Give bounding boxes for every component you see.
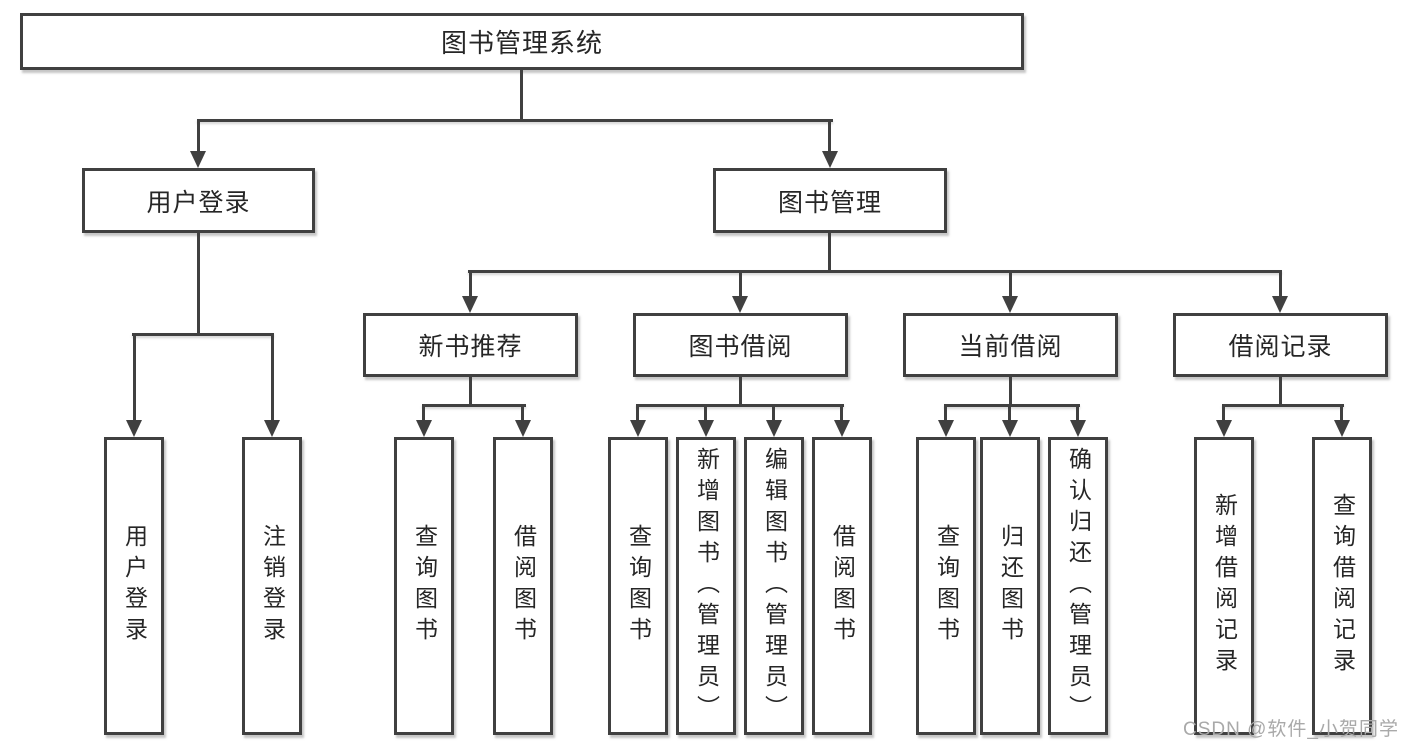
- arrowhead-down: [938, 420, 954, 437]
- arrowhead-down: [190, 151, 206, 168]
- leaf-borrow-books: 借阅图书: [812, 437, 872, 735]
- connector-stem: [1008, 405, 1011, 421]
- connector-stem: [828, 120, 831, 152]
- arrowhead-down: [1216, 420, 1232, 437]
- leaf-query-books-borrow: 查询图书: [608, 437, 668, 735]
- connector-section-rail: [422, 404, 526, 407]
- arrowhead-down: [264, 420, 280, 437]
- connector-stem: [133, 334, 136, 420]
- connector-stem: [197, 120, 200, 152]
- leaf-add-books-admin: 新增图书（管理员）: [676, 437, 736, 735]
- arrowhead-down: [698, 420, 714, 437]
- connector-stem: [1222, 405, 1225, 421]
- connector-stem: [1076, 405, 1079, 421]
- connector-stem: [1340, 405, 1343, 421]
- connector-stem: [704, 405, 707, 421]
- connector-section-trunk: [469, 375, 472, 407]
- connector-stem: [469, 271, 472, 298]
- connector-section-trunk: [1279, 375, 1282, 407]
- node-book-borrowing: 图书借阅: [633, 313, 848, 377]
- connector-book-mgmt-trunk: [828, 231, 831, 273]
- connector-section-trunk: [1009, 375, 1012, 407]
- connector-root-trunk: [520, 68, 523, 122]
- arrowhead-down: [1002, 420, 1018, 437]
- leaf-query-books-recommend: 查询图书: [394, 437, 454, 735]
- arrowhead-down: [462, 296, 478, 313]
- arrowhead-down: [1334, 420, 1350, 437]
- connector-user-login-trunk: [197, 231, 200, 336]
- arrowhead-down: [822, 151, 838, 168]
- connector-stem: [636, 405, 639, 421]
- node-user-login: 用户登录: [82, 168, 315, 233]
- leaf-query-books-current: 查询图书: [916, 437, 976, 735]
- arrowhead-down: [515, 420, 531, 437]
- node-borrowing-records: 借阅记录: [1173, 313, 1388, 377]
- leaf-add-borrow-record: 新增借阅记录: [1194, 437, 1254, 735]
- node-library-system: 图书管理系统: [20, 13, 1024, 70]
- node-new-book-recommend: 新书推荐: [363, 313, 578, 377]
- leaf-query-borrow-record: 查询借阅记录: [1312, 437, 1372, 735]
- arrowhead-down: [1272, 296, 1288, 313]
- connector-level2-rail: [197, 119, 833, 122]
- arrowhead-down: [416, 420, 432, 437]
- connector-stem: [271, 334, 274, 420]
- leaf-edit-books-admin: 编辑图书（管理员）: [744, 437, 804, 735]
- connector-section-rail: [1222, 404, 1344, 407]
- arrowhead-down: [126, 420, 142, 437]
- arrowhead-down: [834, 420, 850, 437]
- leaf-logout: 注销登录: [242, 437, 302, 735]
- connector-stem: [422, 405, 425, 421]
- leaf-confirm-return-admin: 确认归还（管理员）: [1048, 437, 1108, 735]
- node-book-management: 图书管理: [713, 168, 947, 233]
- arrowhead-down: [1070, 420, 1086, 437]
- arrowhead-down: [630, 420, 646, 437]
- connector-stem: [521, 405, 524, 421]
- connector-stem: [1009, 271, 1012, 298]
- csdn-watermark: CSDN @软件_小贺同学: [1183, 719, 1399, 740]
- connector-user-login-rail: [132, 333, 274, 336]
- connector-stem: [772, 405, 775, 421]
- arrowhead-down: [766, 420, 782, 437]
- leaf-borrow-books-recommend: 借阅图书: [493, 437, 553, 735]
- connector-stem: [944, 405, 947, 421]
- connector-stem: [1279, 271, 1282, 298]
- leaf-user-login: 用户登录: [104, 437, 164, 735]
- connector-section-rail: [636, 404, 844, 407]
- connector-level3-rail: [468, 270, 1282, 273]
- connector-section-rail: [944, 404, 1080, 407]
- connector-section-trunk: [739, 375, 742, 407]
- leaf-return-books: 归还图书: [980, 437, 1040, 735]
- arrowhead-down: [732, 296, 748, 313]
- arrowhead-down: [1002, 296, 1018, 313]
- connector-stem: [840, 405, 843, 421]
- connector-stem: [739, 271, 742, 298]
- node-current-borrowing: 当前借阅: [903, 313, 1118, 377]
